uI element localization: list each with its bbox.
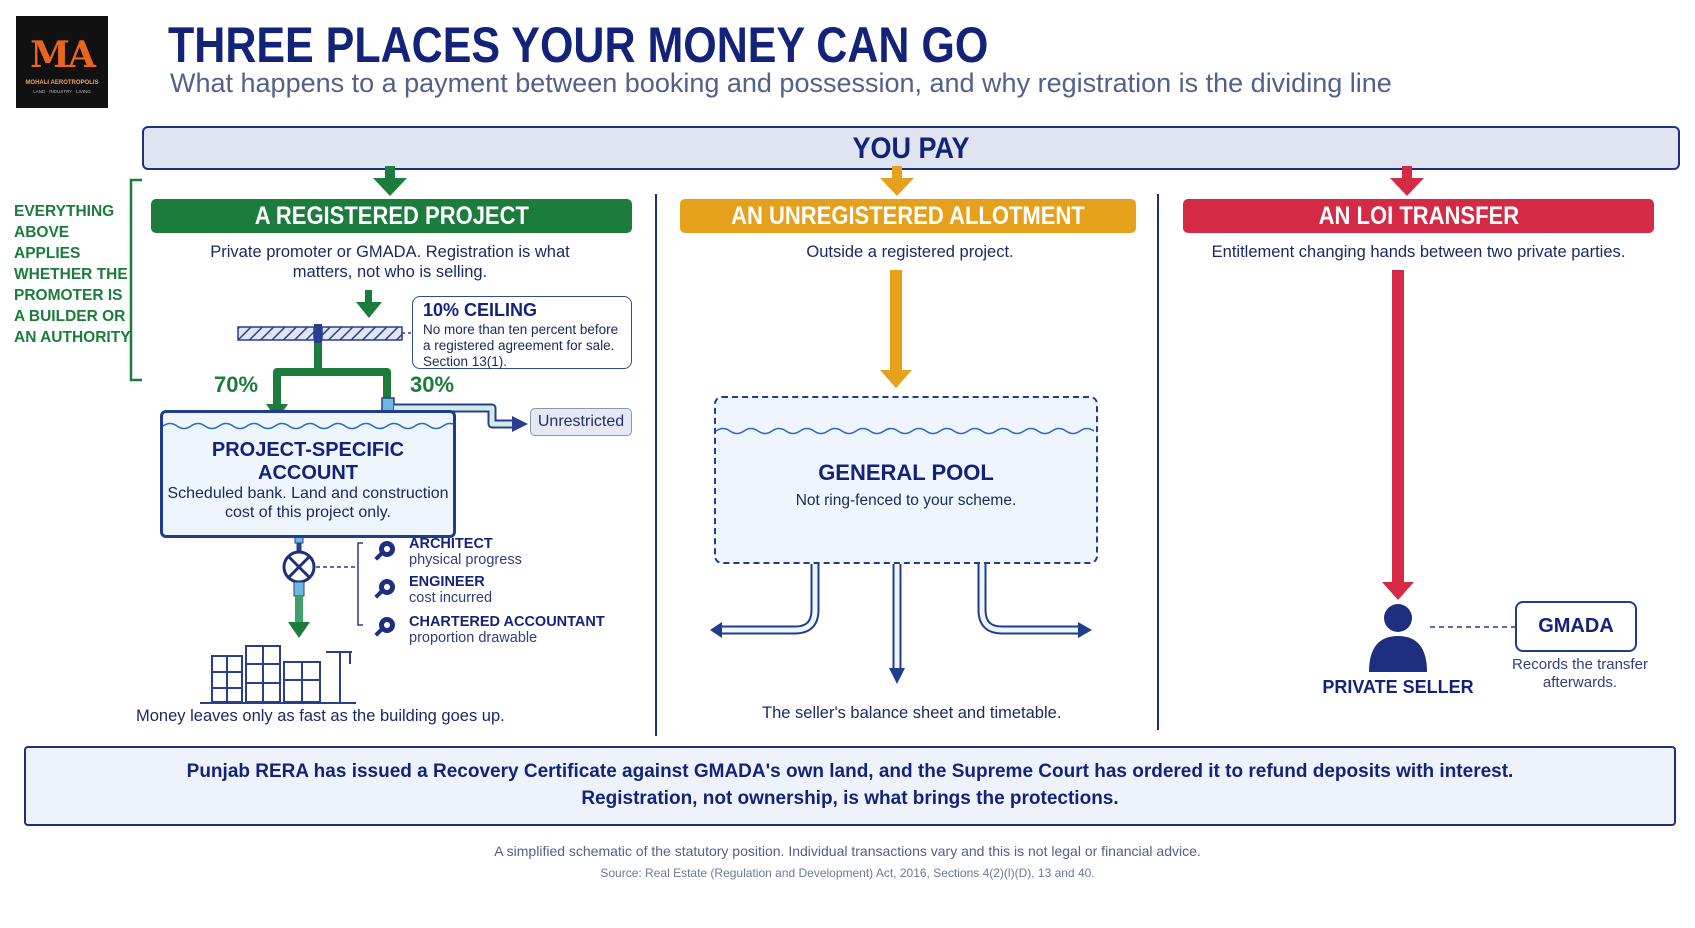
role-title: ARCHITECT — [409, 536, 493, 552]
water-line — [716, 427, 1094, 435]
unregistered-desc: Outside a registered project. — [806, 243, 1014, 261]
arrow-red-icon — [1390, 166, 1424, 196]
arrow-down-green-icon — [365, 290, 372, 306]
role-sub: cost incurred — [409, 590, 493, 606]
general-pool-tank: GENERAL POOL Not ring-fenced to your sch… — [714, 396, 1098, 564]
page-title: THREE PLACES YOUR MONEY CAN GO — [168, 17, 989, 73]
water-line — [163, 422, 453, 430]
key-icon — [374, 617, 395, 637]
unrestricted-tag: Unrestricted — [530, 408, 632, 436]
logo-name: MOHALI AEROTROPOLIS — [25, 80, 99, 86]
key-icon — [374, 579, 395, 599]
bottom-banner: Punjab RERA has issued a Recovery Certif… — [24, 746, 1676, 826]
ceiling-body: No more than ten percent before a regist… — [423, 322, 619, 369]
account-title: PROJECT-SPECIFIC ACCOUNT — [211, 439, 405, 484]
heading-loi-label: AN LOI TRANSFER — [1318, 202, 1519, 230]
role-chartered-accountant: CHARTERED ACCOUNTANT proportion drawable — [409, 614, 605, 646]
person-icon — [1369, 604, 1427, 672]
pool-title: GENERAL POOL — [818, 460, 994, 485]
building-construction-icon — [200, 645, 356, 704]
gmada-box: GMADA — [1515, 601, 1637, 652]
pool-outlet-arrows-icon — [710, 562, 1092, 684]
loi-desc: Entitlement changing hands between two p… — [1211, 243, 1626, 261]
logo-monogram: MA — [30, 34, 96, 76]
unregistered-caption: The seller's balance sheet and timetable… — [762, 704, 1062, 722]
arrow-down-amber-icon — [880, 370, 912, 388]
pipe-ceiling-icon — [237, 324, 403, 343]
heading-loi: AN LOI TRANSFER — [1183, 199, 1654, 233]
page-subtitle: What happens to a payment between bookin… — [170, 68, 1392, 98]
bottom-line-2: Registration, not ownership, is what bri… — [581, 788, 1119, 809]
brand-logo: MA MOHALI AEROTROPOLIS LAND · INDUSTRY ·… — [16, 16, 108, 108]
footer-source: Source: Real Estate (Regulation and Deve… — [600, 866, 1095, 880]
heading-registered-label: A REGISTERED PROJECT — [254, 202, 529, 230]
split-right-label: 30% — [410, 372, 455, 397]
arrow-right-icon — [512, 416, 528, 432]
you-pay-bar: YOU PAY — [142, 126, 1680, 170]
arrow-amber-icon — [880, 166, 914, 196]
side-note: EVERYTHING ABOVE APPLIES WHETHER THE PRO… — [14, 203, 134, 346]
heading-registered: A REGISTERED PROJECT — [151, 199, 632, 233]
heading-unregistered: AN UNREGISTERED ALLOTMENT — [680, 199, 1136, 233]
pool-body: Not ring-fenced to your scheme. — [795, 492, 1017, 509]
you-pay-label: YOU PAY — [852, 132, 970, 165]
pipe-30-icon — [318, 368, 391, 402]
registered-desc-line1: Private promoter or GMADA. Registration … — [210, 243, 570, 261]
role-title: CHARTERED ACCOUNTANT — [409, 614, 605, 630]
bottom-line-1: Punjab RERA has issued a Recovery Certif… — [186, 761, 1514, 782]
pipe-70-icon — [273, 343, 322, 410]
arrow-down-drain-icon — [288, 622, 310, 638]
split-left-label: 70% — [214, 372, 259, 397]
side-bracket — [129, 178, 142, 382]
footer-disclaimer: A simplified schematic of the statutory … — [494, 843, 1201, 859]
account-body: Scheduled bank. Land and construction co… — [167, 485, 449, 521]
heading-unregistered-label: AN UNREGISTERED ALLOTMENT — [731, 202, 1085, 230]
registered-desc-line2: matters, not who is selling. — [292, 263, 488, 281]
ceiling-title: 10% CEILING — [423, 300, 538, 320]
private-seller-label: PRIVATE SELLER — [1322, 677, 1474, 697]
valve-icon — [282, 550, 316, 584]
role-engineer: ENGINEER cost incurred — [409, 574, 492, 606]
gmada-note: Records the transfer afterwards. — [1512, 656, 1648, 691]
arrow-down-red-icon — [1382, 582, 1414, 600]
arrow-green-icon — [373, 166, 407, 196]
role-sub: physical progress — [409, 552, 522, 568]
role-title: ENGINEER — [409, 574, 485, 590]
project-account-tank: PROJECT-SPECIFIC ACCOUNT Scheduled bank.… — [160, 410, 456, 538]
key-icon — [374, 541, 395, 561]
logo-tagline: LAND · INDUSTRY · LIVING — [33, 89, 91, 94]
ceiling-callout: 10% CEILING No more than ten percent bef… — [412, 296, 632, 369]
role-architect: ARCHITECT physical progress — [409, 536, 522, 568]
role-sub: proportion drawable — [409, 630, 538, 646]
registered-desc: Private promoter or GMADA. Registration … — [190, 242, 590, 282]
registered-caption: Money leaves only as fast as the buildin… — [136, 707, 505, 725]
